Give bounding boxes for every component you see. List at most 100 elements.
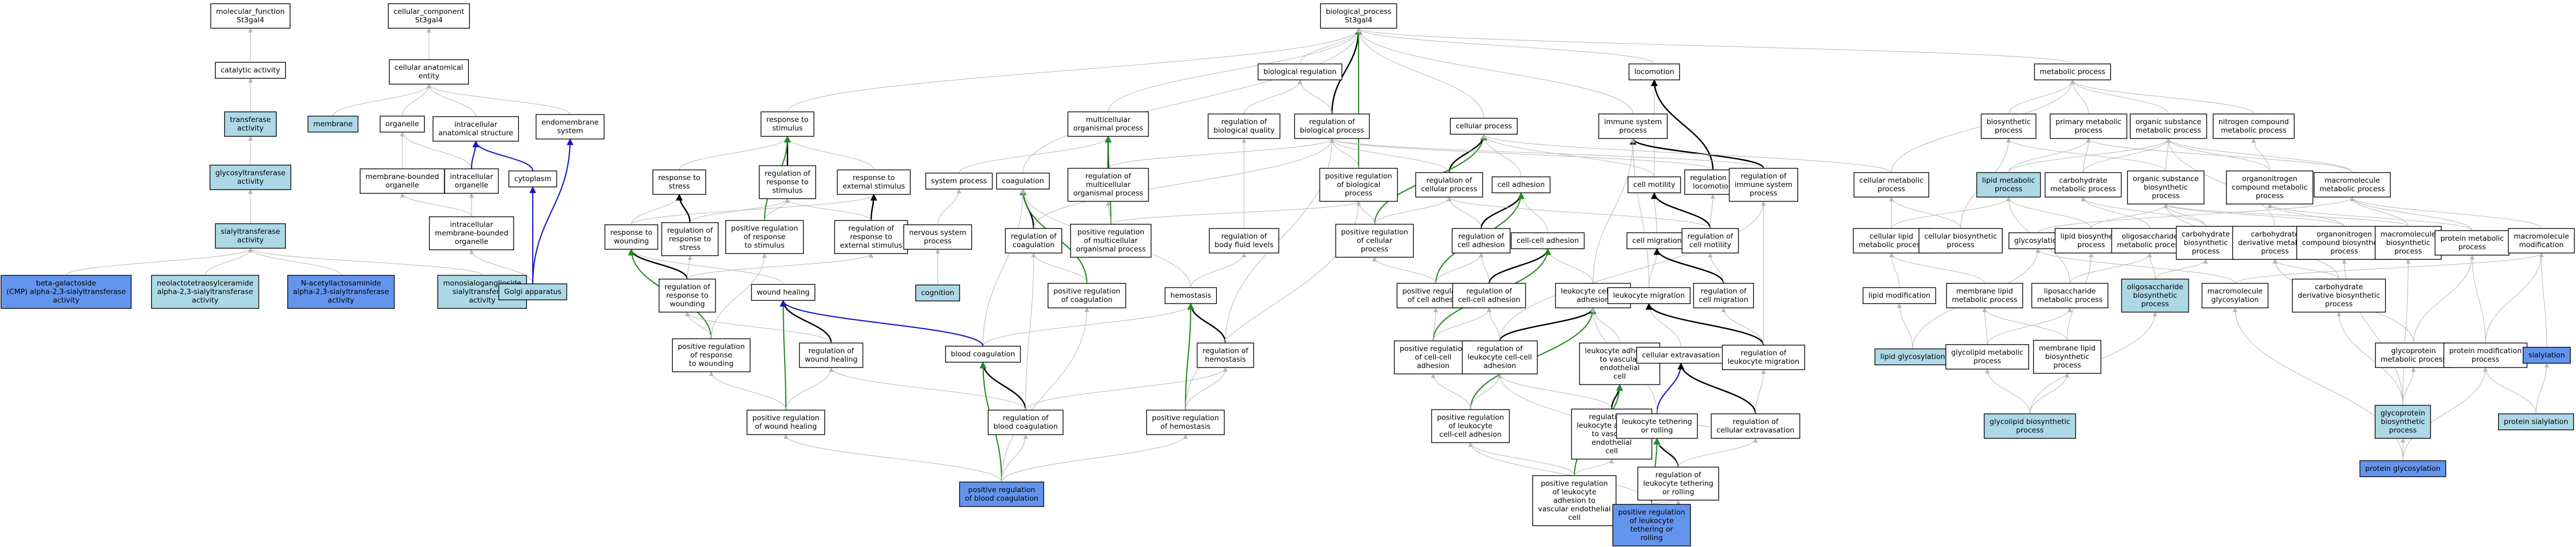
node-label: protein sialylation: [2504, 418, 2569, 426]
edge-is_a: [1108, 28, 1361, 112]
edge-is_a: [2539, 252, 2547, 348]
node-box: [2291, 279, 2386, 313]
node-label-line: nitrogen compound: [2219, 118, 2289, 126]
edge-is_a: [1329, 138, 1450, 173]
node-label-line: glycosylation: [2212, 296, 2259, 304]
node-label-line: coagulation: [1002, 177, 1044, 185]
node-label-line: process: [2472, 355, 2499, 364]
node-box: [2127, 170, 2205, 205]
edge-is_a: [1297, 79, 1332, 115]
node-label-line: leukocyte migration: [1728, 357, 1800, 366]
node-label: coagulation: [1002, 177, 1044, 185]
node-lglyc: lipid glycosylation: [1874, 348, 1951, 365]
node-box: [2034, 63, 2111, 80]
node-label-line: cell migration: [1699, 296, 1749, 304]
edge-is_a: [2166, 138, 2276, 227]
node-label-line: biosynthetic: [2045, 353, 2090, 361]
node-label-line: cell migration: [1632, 236, 1682, 245]
node-box: [1491, 176, 1551, 193]
edge-is_a: [1982, 307, 2068, 341]
edge-regulates: [1651, 192, 1711, 229]
edge-is_a: [2163, 203, 2206, 227]
node-box: [1976, 172, 2041, 198]
edge-is_a: [2536, 363, 2549, 414]
edge-is_a: [631, 194, 876, 225]
edge-is_a: [332, 84, 432, 117]
edge-is_a: [1721, 307, 1764, 346]
node-label-line: to stimulus: [745, 241, 785, 250]
node-label-line: intracellular: [454, 120, 498, 129]
node-label-line: process: [1973, 357, 2001, 365]
node-label-line: derivative biosynthetic: [2298, 291, 2380, 300]
node-box: [1146, 410, 1225, 435]
node-box: [1863, 287, 1936, 304]
node-label-line: positive regulation: [1400, 345, 1467, 353]
node-cp: cellular process: [1450, 118, 1518, 135]
node-label-line: compound biosynthetic: [2302, 239, 2386, 247]
node-label: catalytic activity: [221, 66, 280, 75]
edge-is_a: [1708, 252, 1724, 284]
node-label-line: process: [2075, 126, 2102, 135]
node-label-line: activity: [192, 296, 218, 305]
node-label-line: glycoprotein: [2391, 347, 2436, 355]
node-label-line: biological quality: [1214, 126, 1275, 135]
edge-is_a: [2350, 197, 2542, 229]
node-label-line: locomotion: [1693, 182, 1733, 191]
node-label-line: process: [1361, 245, 1388, 254]
edge-regulates: [1653, 248, 1725, 284]
node-label: cognition: [921, 289, 954, 297]
node-label-line: process: [1619, 126, 1647, 135]
node-label-line: macromolecule: [2207, 287, 2263, 296]
node-label-line: response to: [852, 174, 895, 182]
node-label-line: process: [1995, 185, 2022, 193]
node-label-line: positive regulation: [1053, 287, 1120, 296]
node-label-line: process: [2458, 243, 2486, 251]
node-box: [1612, 504, 1691, 546]
edge-is_a: [2469, 255, 2486, 344]
node-box: [836, 169, 911, 195]
node-box: [209, 165, 291, 190]
node-box: [2031, 283, 2109, 308]
edge-is_a: [2413, 255, 2475, 344]
node-box: [2313, 172, 2391, 198]
node-box: [604, 224, 659, 250]
node-label-line: positive regulation: [1618, 508, 1685, 517]
node-box: [379, 116, 425, 133]
node-box: [1627, 176, 1681, 193]
node-box: [215, 223, 286, 249]
node-box: [652, 169, 706, 195]
node-label-line: regulation of: [1011, 232, 1057, 241]
node-label-line: lipid metabolic: [1982, 176, 2035, 185]
node-box: [1461, 340, 1538, 374]
node-cmig: cell migration: [1626, 232, 1688, 249]
node-label-line: organelle: [385, 120, 419, 128]
node-pglyc: protein glycosylation: [2359, 460, 2447, 477]
edge-is_a: [2070, 79, 2169, 115]
edge-is_a: [2267, 203, 2345, 227]
edge-is_a: [2008, 79, 2075, 115]
node-label-line: metabolic process: [2136, 126, 2201, 135]
node-box: [360, 168, 445, 194]
node-label-line: metabolic process: [2117, 241, 2183, 249]
node-box: [2522, 347, 2571, 364]
node-label: beta-galactoside(CMP) alpha-2,3-sialyltr…: [6, 279, 126, 305]
node-label-line: organelle: [454, 181, 488, 190]
node-box: [1626, 232, 1688, 249]
edge-is_a: [2336, 312, 2403, 406]
